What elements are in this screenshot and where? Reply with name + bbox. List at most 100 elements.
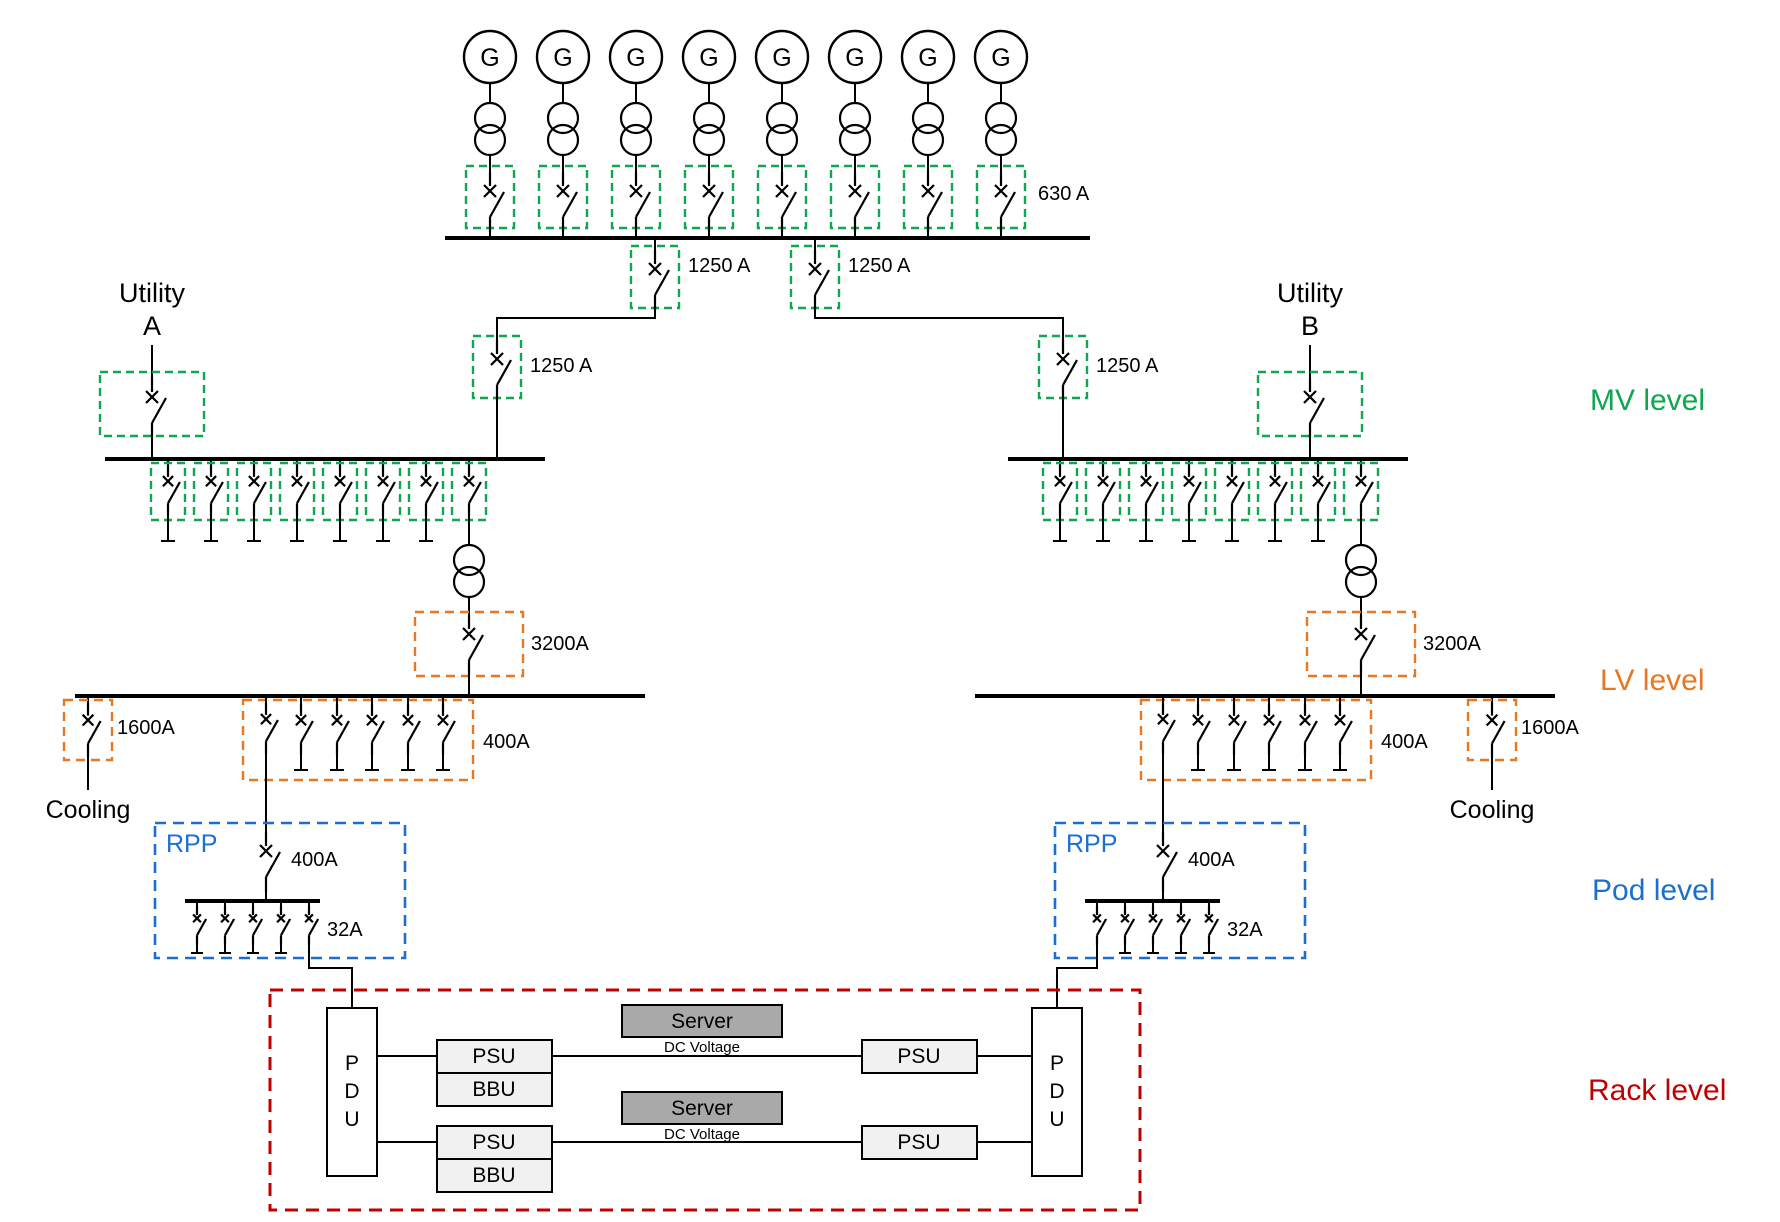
cooling-label: Cooling: [46, 796, 131, 824]
lv-feeder: [401, 696, 420, 770]
mv-feeder: [151, 459, 185, 541]
wire: [814, 310, 1064, 340]
psu-box: [861, 1125, 978, 1160]
server-label: Server: [671, 1097, 733, 1120]
rpp-branch-to-rack: [1092, 905, 1107, 946]
rack-level-label: Rack level: [1588, 1074, 1726, 1107]
server-box: [621, 1091, 783, 1125]
lv-feeder: [294, 696, 313, 770]
lv-feeder-group-box: [241, 698, 475, 782]
psu-label: PSU: [897, 1045, 940, 1068]
level-labels: MV level LV level Pod level Rack level: [1588, 384, 1726, 1107]
wire: [1056, 945, 1098, 1009]
rpp-branch: [1147, 901, 1162, 953]
utility-a-breaker-box: [98, 370, 206, 438]
rpp-label: RPP: [166, 830, 217, 858]
pdu-letter: P: [1050, 1052, 1064, 1075]
mv-feeder: [1301, 459, 1335, 541]
gen-breaker-rating-label: 630 A: [1038, 183, 1090, 205]
generator-unit-1: [464, 31, 516, 239]
lv-feeder-to-rpp: [1156, 702, 1176, 755]
rpp-branch: [1203, 901, 1218, 953]
cooling-breaker-box: [1466, 698, 1518, 762]
tie-breaker-left: [647, 248, 671, 312]
generator-unit-2: [537, 31, 589, 239]
lv-feeder: [1227, 696, 1246, 770]
rpp-branch: [219, 901, 234, 953]
mv-feeder: [194, 459, 228, 541]
pdu-letter: U: [344, 1108, 359, 1131]
mv-feed-breaker-right: [1055, 338, 1079, 402]
mv-feeder: [1129, 459, 1163, 541]
mv-feeder: [1258, 459, 1292, 541]
tie-rating-label: 1250 A: [848, 255, 911, 277]
tie-rating-label: 1250 A: [688, 255, 751, 277]
psu-box: [861, 1039, 978, 1074]
mv-feeder: [409, 459, 443, 541]
bbu-label: BBU: [472, 1164, 515, 1187]
mv-left-section: Utility A 1250 A: [98, 278, 593, 615]
pod-level-label: Pod level: [1592, 874, 1715, 907]
rpp-branch-to-rack: [304, 905, 319, 946]
psu-label: PSU: [472, 1131, 515, 1154]
wire: [496, 310, 656, 340]
dc-voltage-label: DC Voltage: [664, 1126, 740, 1143]
mv-feeder: [1043, 459, 1077, 541]
pdu-letter: D: [1049, 1080, 1064, 1103]
rpp-main-breaker-right: [1155, 830, 1179, 894]
lv-feeder: [1262, 696, 1281, 770]
psu-label: PSU: [897, 1131, 940, 1154]
mv-feeder: [1172, 459, 1206, 541]
lv-feeder-rating-label: 400A: [483, 731, 530, 753]
gen-tie-right: 1250 A: [789, 238, 1064, 340]
lv-feeder: [1298, 696, 1317, 770]
mv-feeder: [1086, 459, 1120, 541]
lv-feeder-group-box: [1139, 698, 1373, 782]
rpp-branch: [247, 901, 262, 953]
generation-section: 630 A 1250 A 1250 A: [445, 31, 1090, 340]
lv-right-section: 3200A 1600A Cooling 400A: [975, 610, 1579, 832]
generator-unit-4: [683, 31, 735, 239]
tie-breaker-right: [807, 248, 831, 312]
lv-feeder: [1333, 696, 1352, 770]
pod-right-section: RPP 400A 32A: [1053, 821, 1307, 1009]
lv-level-label: LV level: [1600, 664, 1705, 697]
lv-main-rating-label: 3200A: [1423, 633, 1481, 655]
rpp-main-rating-label: 400A: [291, 849, 338, 871]
mv-transformer-feeder-breaker: [452, 459, 486, 520]
utility-a-breaker: [144, 376, 168, 440]
server-label: Server: [671, 1010, 733, 1033]
bbu-box: [436, 1072, 553, 1107]
dc-voltage-label: DC Voltage: [664, 1039, 740, 1056]
mv-feed-rating-label: 1250 A: [1096, 355, 1159, 377]
rpp-box-right: [1053, 821, 1307, 960]
pdu-letter: P: [345, 1052, 359, 1075]
pod-left-section: RPP 400A 32A: [153, 821, 407, 1009]
rack-box: [268, 988, 1142, 1212]
cooling-label: Cooling: [1450, 796, 1535, 824]
utility-b-breaker-box: [1256, 370, 1364, 438]
generator-unit-5: [756, 31, 808, 239]
lv-feeder: [436, 696, 455, 770]
rpp-branch-rating-label: 32A: [1227, 919, 1263, 941]
pdu-letter: U: [1049, 1108, 1064, 1131]
mv-feed-rating-label: 1250 A: [530, 355, 593, 377]
bbu-label: BBU: [472, 1078, 515, 1101]
mv-feeder: [1215, 459, 1249, 541]
rpp-main-breaker-left: [258, 830, 282, 894]
mv-feeder: [323, 459, 357, 541]
cooling-breaker-box: [62, 698, 114, 762]
gen-tie-left: 1250 A: [496, 238, 751, 340]
cooling-breaker-right: [1485, 702, 1506, 758]
rpp-label: RPP: [1066, 830, 1117, 858]
pdu-letter: D: [344, 1080, 359, 1103]
utility-a-label: Utility: [119, 278, 185, 308]
rpp-main-rating-label: 400A: [1188, 849, 1235, 871]
mv-transformer-feeder-breaker: [1344, 459, 1378, 520]
lv-feeder: [365, 696, 384, 770]
utility-b-letter: B: [1301, 311, 1319, 341]
rpp-branch: [191, 901, 206, 953]
mv-feeder: [366, 459, 400, 541]
rpp-branch: [275, 901, 290, 953]
